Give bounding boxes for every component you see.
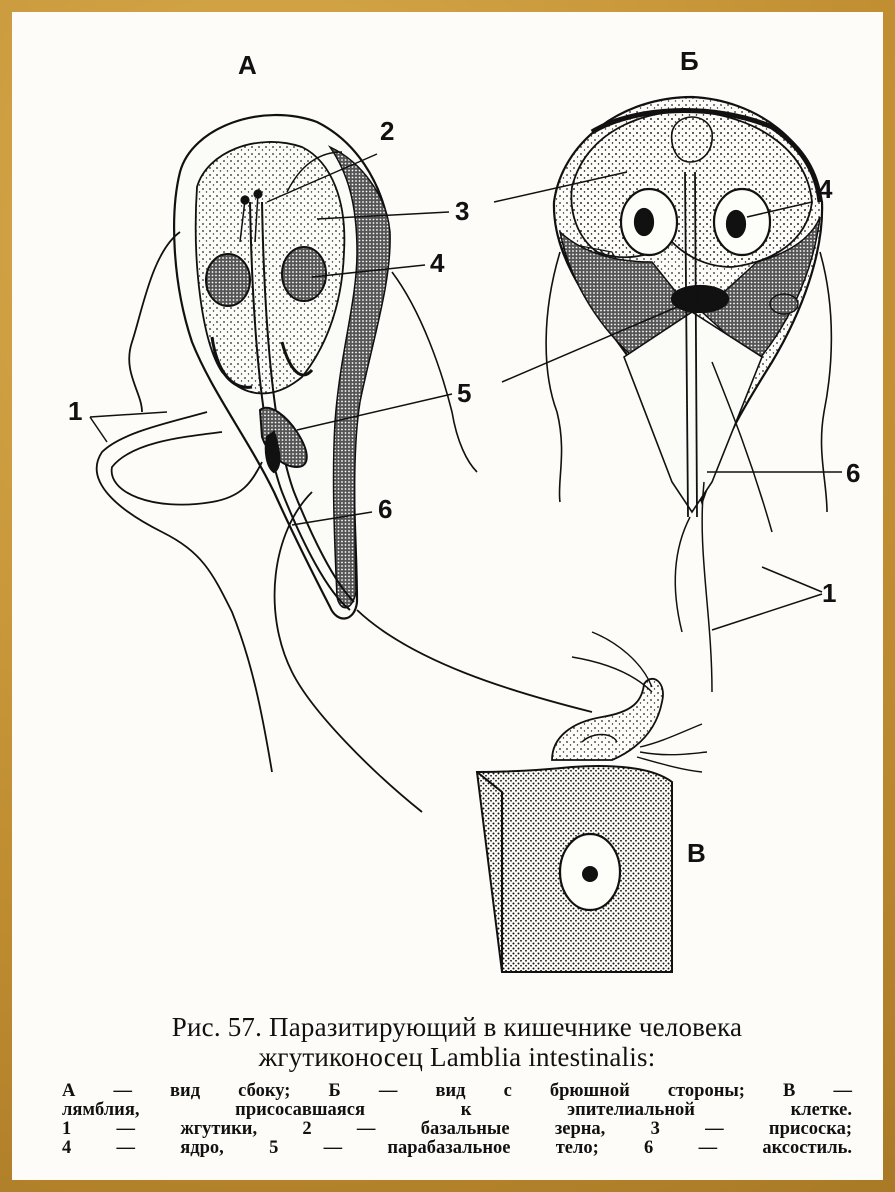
caption-title-line-1: Рис. 57. Паразитирующий в кишечнике чело… [62,1012,852,1042]
part-number-a-5: 5 [457,380,471,406]
panel-c-label: В [687,840,706,866]
figure-caption: Рис. 57. Паразитирующий в кишечнике чело… [62,1012,852,1158]
part-number-a-2: 2 [380,118,394,144]
part-number-a-3: 3 [455,198,469,224]
panel-c-epithelial-cell [477,632,707,972]
figure-page: А Б В 2 3 4 5 6 1 4 6 1 Рис. 57. Паразит… [12,12,883,1180]
caption-legend-line: А — вид сбоку; Б — вид с брюшной стороны… [62,1082,852,1101]
panel-b-label: Б [680,48,699,74]
part-number-b-4: 4 [818,176,832,202]
caption-legend: А — вид сбоку; Б — вид с брюшной стороны… [62,1082,852,1158]
caption-legend-line: лямблия, присосавшаяся к эпителиальной к… [62,1101,852,1120]
part-number-b-1: 1 [822,580,836,606]
panel-b-organism [546,97,831,692]
part-number-a-4: 4 [430,250,444,276]
panel-a-label: А [238,52,257,78]
part-number-a-1: 1 [68,398,82,424]
caption-title-line-2: жгутиконосец Lamblia intestinalis: [62,1042,852,1072]
lamblia-illustration [12,12,883,1012]
caption-legend-line: 4 — ядро, 5 — парабазальное тело; 6 — ак… [62,1139,852,1158]
part-number-b-6: 6 [846,460,860,486]
caption-legend-line: 1 — жгутики, 2 — базальные зерна, 3 — пр… [62,1120,852,1139]
panel-a-organism [97,115,592,812]
part-number-a-6: 6 [378,496,392,522]
